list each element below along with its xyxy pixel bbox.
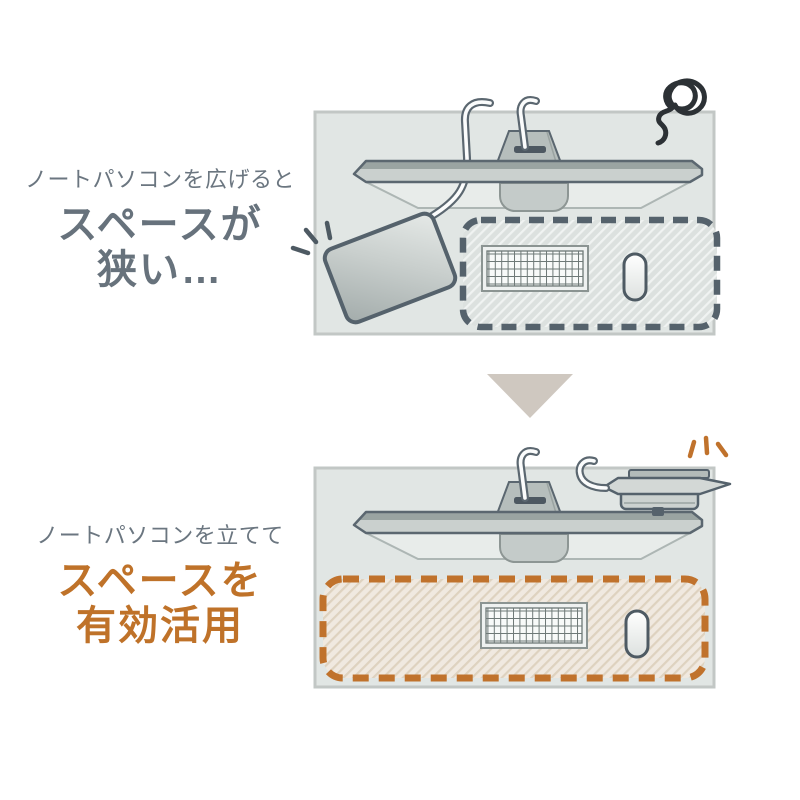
before-caption-bold-1: スペースが (57, 203, 263, 247)
alert-marks-orange-icon (687, 435, 729, 459)
after-caption: ノートパソコンを立てて スペースを 有効活用 (10, 518, 310, 649)
keyboard-icon (481, 245, 589, 292)
mouse-icon (624, 609, 650, 659)
alert-marks-icon (290, 220, 333, 256)
after-caption-bold-2: 有効活用 (76, 604, 244, 648)
laptop-cable (428, 98, 494, 220)
after-caption-small: ノートパソコンを立てて (36, 523, 284, 548)
before-caption: ノートパソコンを広げると スペースが 狭い… (10, 162, 310, 293)
before-caption-small: ノートパソコンを広げると (24, 167, 295, 192)
tangled-cable-icon (655, 78, 707, 146)
monitor-top-view (350, 158, 706, 182)
laptop-vertical-stand (575, 456, 732, 516)
keyboard-icon (480, 602, 588, 649)
before-illustration (290, 78, 721, 336)
laptop-flat (322, 211, 458, 325)
after-caption-bold-1: スペースを (57, 559, 263, 603)
before-caption-bold-2: 狭い… (97, 248, 223, 292)
mouse-icon (622, 252, 648, 302)
after-illustration (313, 435, 732, 689)
down-arrow-icon (487, 374, 573, 418)
